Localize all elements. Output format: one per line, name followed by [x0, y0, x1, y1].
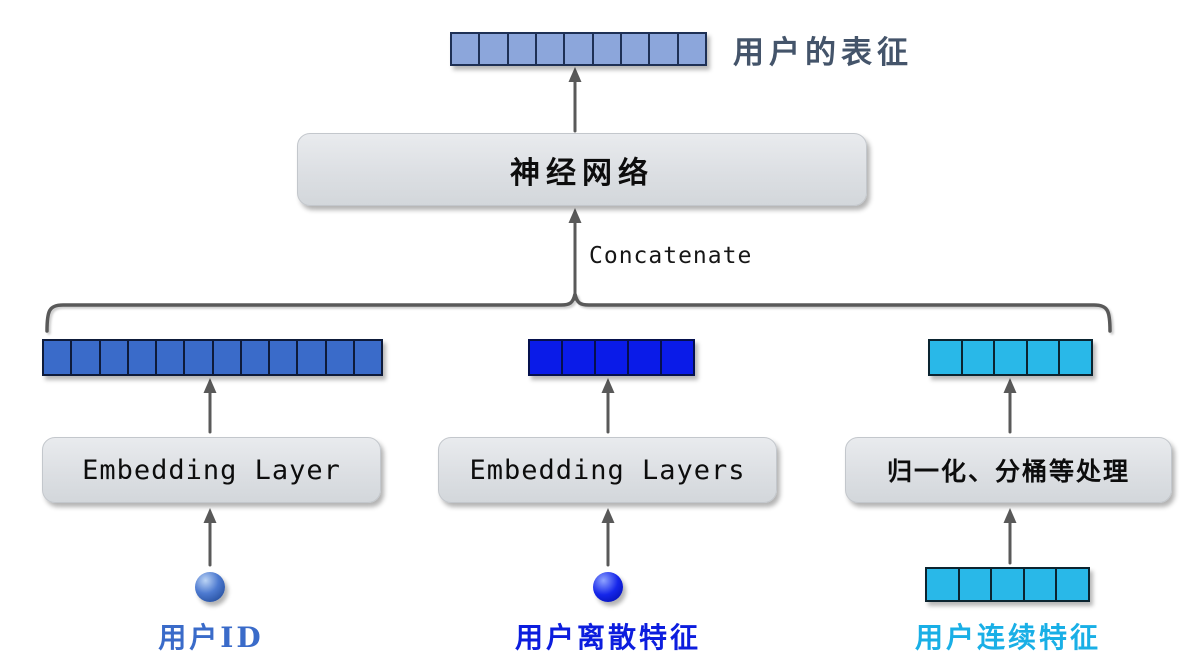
discrete-features-label: 用户离散特征	[514, 621, 702, 654]
userid-label: 用户ID	[158, 621, 264, 654]
vector-cell	[992, 569, 1025, 600]
arrow-continuous-to-normalize	[1003, 508, 1017, 565]
vector-cell	[530, 341, 563, 374]
userid-embedding-vector	[42, 339, 383, 376]
arrow-normalize-to-vector	[1003, 378, 1017, 434]
arrow-network-to-output	[568, 67, 582, 133]
neural-network-box: 神经网络	[297, 133, 867, 206]
vector-cell	[480, 34, 509, 64]
arrow-concat-to-network	[568, 208, 582, 301]
arrow-embedding1-to-vector	[203, 378, 217, 434]
vector-cell	[1060, 341, 1091, 374]
continuous-input-vector	[925, 567, 1090, 602]
continuous-processed-vector	[928, 339, 1093, 376]
vector-cell	[1024, 569, 1058, 600]
vector-cell	[157, 341, 186, 374]
embedding-layers-box: Embedding Layers	[438, 437, 777, 503]
normalize-bucket-box: 归一化、分桶等处理	[845, 437, 1172, 503]
vector-cell	[128, 341, 157, 374]
vector-cell	[354, 341, 381, 374]
vector-cell	[72, 341, 101, 374]
vector-cell	[213, 341, 242, 374]
vector-cell	[44, 341, 73, 374]
vector-cell	[678, 34, 705, 64]
vector-cell	[650, 34, 679, 64]
vector-cell	[1027, 341, 1061, 374]
vector-cell	[962, 341, 996, 374]
output-embedding-vector	[450, 32, 707, 66]
vector-cell	[185, 341, 214, 374]
vector-cell	[621, 34, 651, 64]
vector-cell	[508, 34, 537, 64]
vector-cell	[452, 34, 481, 64]
concatenate-label: Concatenate	[589, 243, 753, 269]
output-vector-label: 用户的表征	[733, 35, 913, 71]
vector-cell	[270, 341, 299, 374]
userid-input-dot	[195, 572, 225, 602]
discrete-embedding-vector	[528, 339, 695, 376]
vector-cell	[241, 341, 270, 374]
vector-cell	[930, 341, 963, 374]
continuous-features-label: 用户连续特征	[914, 621, 1102, 654]
vector-cell	[1057, 569, 1088, 600]
vector-cell	[563, 341, 596, 374]
arrow-embedding2-to-vector	[601, 378, 615, 434]
vector-cell	[959, 569, 993, 600]
concatenate-brace	[45, 293, 1112, 333]
vector-cell	[326, 341, 355, 374]
arrow-userid-to-embedding1	[203, 508, 217, 567]
vector-cell	[596, 341, 629, 374]
vector-cell	[298, 341, 327, 374]
vector-cell	[995, 341, 1028, 374]
vector-cell	[565, 34, 594, 64]
vector-cell	[629, 341, 662, 374]
discrete-input-dot	[593, 572, 623, 602]
vector-cell	[927, 569, 960, 600]
vector-cell	[100, 341, 129, 374]
arrow-discrete-to-embedding2	[601, 508, 615, 567]
vector-cell	[662, 341, 693, 374]
vector-cell	[593, 34, 622, 64]
vector-cell	[536, 34, 566, 64]
embedding-layer-box: Embedding Layer	[42, 437, 381, 503]
